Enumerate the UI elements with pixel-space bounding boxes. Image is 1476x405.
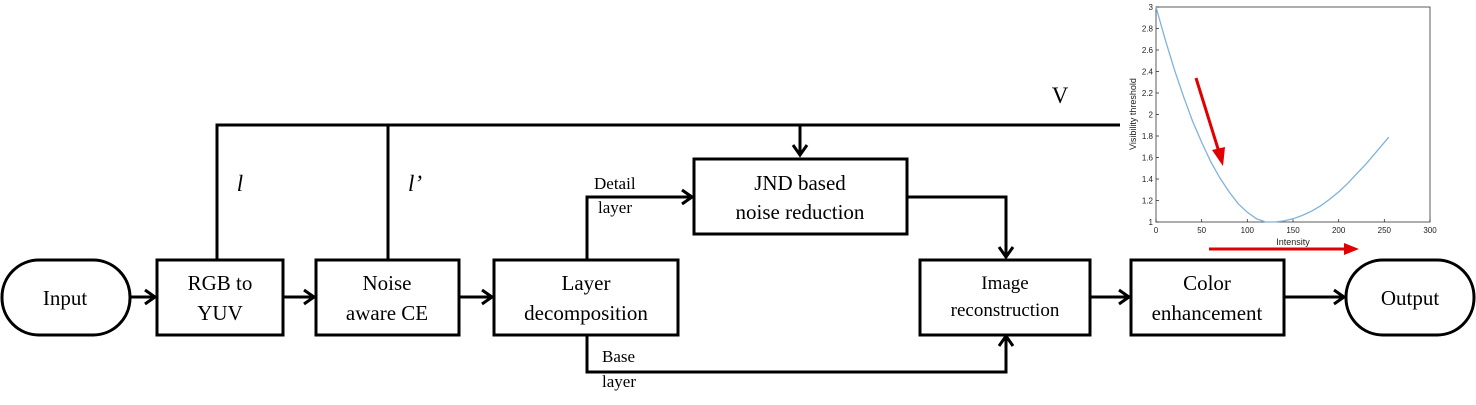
jnd-noise-reduction-line1: JND based — [754, 171, 846, 195]
luminance-wire — [215, 123, 1126, 259]
output-label: Output — [1381, 286, 1440, 310]
base-layer-label-line1: Base — [602, 347, 635, 366]
image-reconstruction-line1: Image — [981, 273, 1028, 294]
input-label: Input — [43, 286, 87, 310]
layer-decomposition-line2: decomposition — [524, 301, 648, 325]
increasing-intensity-arrow — [1209, 243, 1359, 255]
signal-l-prime-label: l’ — [408, 171, 422, 196]
chart-y-tick-label: 1.4 — [1142, 175, 1154, 184]
top-wiring — [215, 123, 1126, 259]
chart-y-tick-label: 2.2 — [1142, 89, 1154, 98]
chart-y-tick-label: 2.8 — [1142, 25, 1154, 34]
color-enhancement-line2: enhancement — [1152, 301, 1263, 325]
signal-v-label: V — [1052, 83, 1069, 108]
ce-to-layer-arrow — [481, 288, 495, 306]
chart-x-tick-label: 0 — [1154, 226, 1159, 235]
chart-y-axis-label: Visibility threshold — [1128, 78, 1138, 150]
chart-y-tick-label: 1.8 — [1142, 132, 1154, 141]
decreasing-threshold-arrow — [1194, 77, 1225, 166]
layer-branches — [585, 188, 1015, 374]
base-layer-wire — [585, 336, 1008, 374]
jnd-to-recon-arrowhead — [997, 246, 1015, 260]
signal-l-label: l — [237, 171, 243, 196]
visibility-threshold-curve — [1155, 6, 1390, 223]
v-to-jnd-arrowhead — [791, 144, 809, 158]
detail-layer-wire — [585, 195, 690, 259]
noise-aware-ce-line1: Noise — [363, 271, 412, 295]
chart-y-tick-label: 1 — [1149, 218, 1154, 227]
rgb-to-yuv-line1: RGB to — [188, 271, 253, 295]
visibility-threshold-chart: 1 1.2 1.4 1.6 1.8 2 2.2 2.4 2.6 2.8 3 0 50 100 150 200… — [1120, 0, 1476, 258]
chart-y-tick-label: 3 — [1149, 3, 1154, 12]
noise-aware-ce-line2: aware CE — [346, 301, 428, 325]
noise-aware-ce-block: Noise aware CE — [314, 258, 461, 337]
chart-x-tick-label: 100 — [1241, 226, 1255, 235]
rgb-to-yuv-block: RGB to YUV — [155, 258, 285, 337]
chart-y-tick-label: 1.6 — [1142, 154, 1154, 163]
chart-y-tick-label: 2.4 — [1142, 68, 1154, 77]
image-reconstruction-line2: reconstruction — [951, 300, 1060, 321]
output-terminal: Output — [1344, 258, 1476, 337]
rgb-to-ce-arrow — [303, 288, 317, 306]
chart-background — [1120, 0, 1476, 258]
chart-y-tick-label: 2 — [1149, 111, 1154, 120]
chain-arrows — [131, 288, 1347, 306]
chart-y-tick-label: 1.2 — [1142, 197, 1154, 206]
chart-x-axis-label: Intensity — [1276, 237, 1310, 247]
input-terminal: Input — [0, 258, 132, 337]
jnd-noise-reduction-block: JND based noise reduction — [692, 157, 909, 236]
color-enhancement-line1: Color — [1183, 271, 1231, 295]
base-layer-label-line2: layer — [602, 372, 636, 391]
color-enhancement-block: Color enhancement — [1129, 258, 1286, 337]
recon-to-color-arrow — [1118, 288, 1132, 306]
chart-x-ticks: 0 50 100 150 200 250 300 — [1154, 219, 1437, 235]
chart-y-tick-label: 2.6 — [1142, 46, 1154, 55]
chart-x-tick-label: 300 — [1423, 226, 1437, 235]
input-to-rgb-arrow — [144, 288, 158, 306]
detail-layer-label-line1: Detail — [594, 174, 636, 193]
image-reconstruction-block: Image reconstruction — [918, 258, 1092, 337]
detail-layer-arrowhead — [681, 188, 695, 206]
chart-x-tick-label: 50 — [1197, 226, 1206, 235]
chart-x-tick-label: 150 — [1286, 226, 1300, 235]
chart-y-ticks: 1 1.2 1.4 1.6 1.8 2 2.2 2.4 2.6 2.8 3 — [1142, 3, 1159, 227]
chart-x-tick-label: 200 — [1332, 226, 1346, 235]
jnd-to-recon-wire — [908, 195, 1008, 255]
color-to-output-arrow — [1333, 288, 1347, 306]
layer-decomposition-line1: Layer — [562, 271, 611, 295]
layer-decomposition-block: Layer decomposition — [492, 258, 680, 337]
rgb-to-yuv-line2: YUV — [197, 301, 243, 325]
jnd-noise-reduction-line2: noise reduction — [736, 200, 865, 224]
red-arrow-right-head — [1344, 243, 1359, 255]
chart-x-tick-label: 250 — [1378, 226, 1392, 235]
red-arrow-down-head — [1212, 147, 1225, 166]
detail-layer-label-line2: layer — [598, 198, 632, 217]
